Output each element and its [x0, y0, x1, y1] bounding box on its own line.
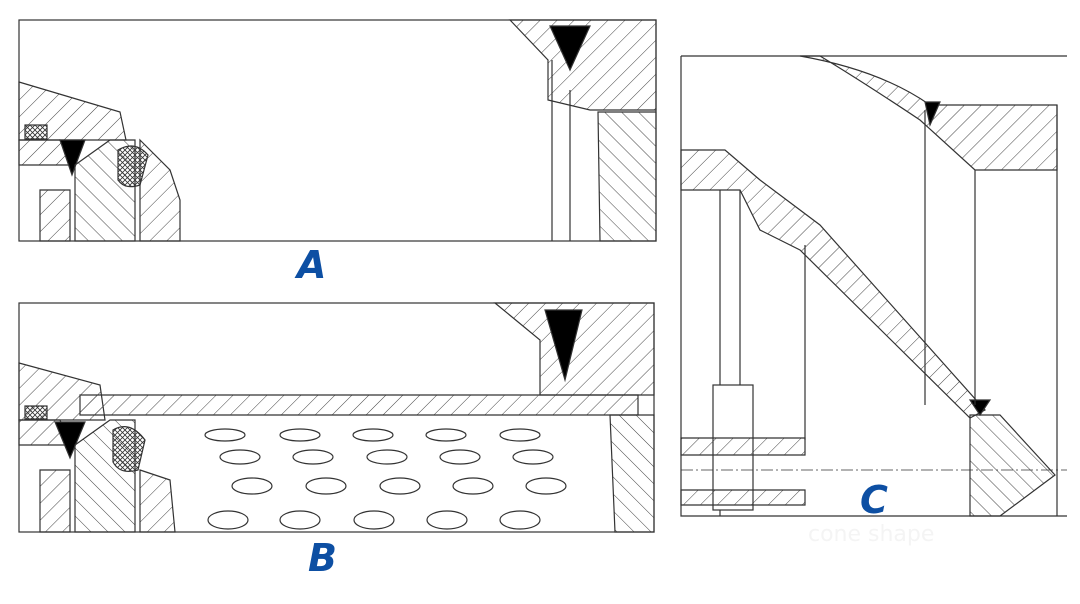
watermark-text: cone shape — [808, 522, 935, 547]
label-b: B — [308, 536, 337, 580]
panel-b — [18, 302, 655, 533]
panel-c — [680, 55, 1067, 517]
panel-a — [18, 19, 657, 242]
label-c: C — [860, 478, 888, 522]
label-a: A — [297, 243, 327, 287]
